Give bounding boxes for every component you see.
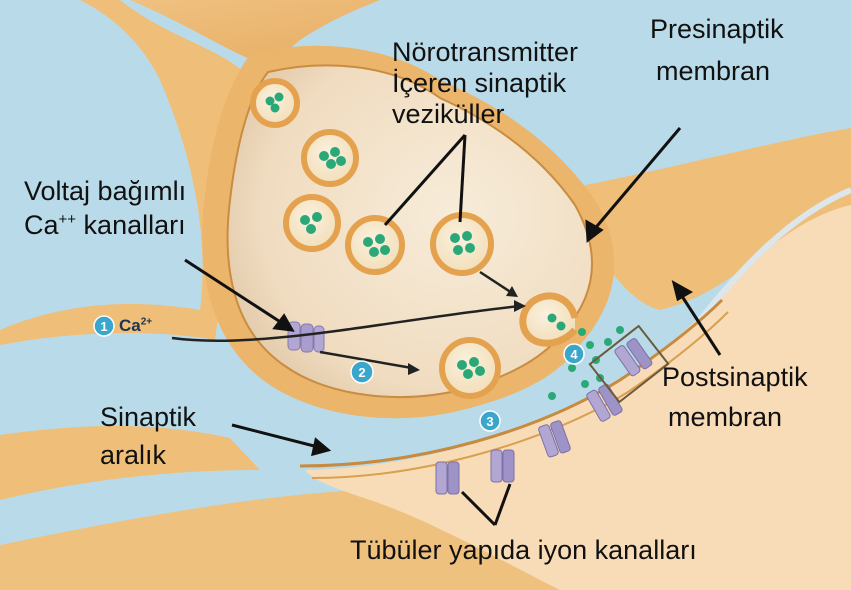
step-marker-4-text: 4	[570, 347, 578, 362]
vesicles-label-line3: veziküller	[392, 99, 505, 130]
step-marker-2-text: 2	[358, 365, 365, 380]
ca-channel-label-charge: ++	[59, 211, 77, 228]
calcium-ion-charge: 2+	[141, 316, 152, 327]
step-marker-3-text: 3	[486, 414, 493, 429]
vesicles-label-line1: Nörotransmitter	[392, 37, 578, 68]
calcium-ion-symbol: Ca	[119, 316, 141, 335]
vesicle-5	[433, 215, 491, 273]
step-marker-1-text: 1	[100, 319, 107, 334]
vesicle-6	[442, 340, 498, 396]
ca-channel-label-rest: kanalları	[76, 210, 186, 240]
postsynaptic-label-line2: membran	[668, 402, 782, 433]
postsynaptic-label-line1: Postsinaptik	[662, 362, 808, 393]
vesicle-3	[286, 197, 338, 249]
step-marker-3: 3	[480, 411, 500, 431]
presynaptic-label-line2: membran	[656, 56, 770, 87]
ion-channels-label: Tübüler yapıda iyon kanalları	[350, 535, 697, 566]
ion-channel-2	[491, 450, 514, 482]
ca-channel-label-line2: Ca++ kanalları	[24, 210, 186, 241]
vesicle-2	[304, 132, 356, 184]
vesicle-1	[253, 81, 297, 125]
cleft-label-line1: Sinaptik	[100, 402, 196, 433]
cleft-label-line2: aralık	[100, 440, 166, 471]
presynaptic-label-line1: Presinaptik	[650, 14, 784, 45]
ca-channel-label-ca: Ca	[24, 210, 59, 240]
step-marker-2: 2	[351, 361, 373, 383]
step-marker-1: 1	[94, 316, 114, 336]
vesicle-4	[348, 218, 402, 272]
step-marker-4: 4	[564, 344, 584, 364]
vesicles-label-line2: İçeren sinaptik	[392, 68, 566, 99]
ion-channel-1	[436, 462, 459, 494]
ca-channel-label-line1: Voltaj bağımlı	[24, 176, 186, 207]
fusing-vesicle	[523, 296, 575, 343]
calcium-ion-label: Ca2+	[119, 316, 152, 336]
